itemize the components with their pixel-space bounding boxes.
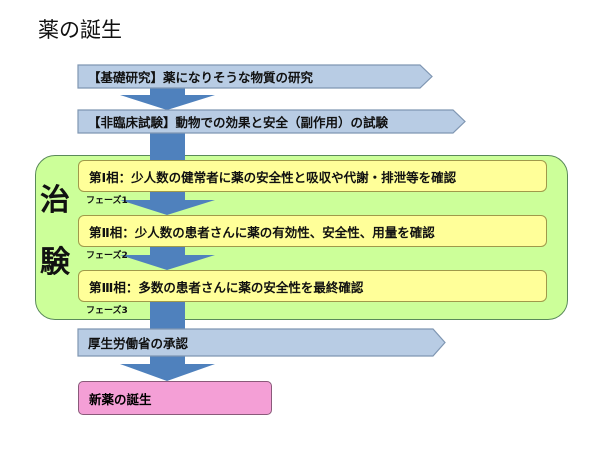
- phase-3-tag: フェーズ3: [86, 306, 128, 316]
- phase-1-box: 第Ⅰ相：少人数の健常者に薬の安全性と吸収や代謝・排泄等を確認: [78, 160, 547, 192]
- step-basic-research-shape: [77, 64, 433, 89]
- down-arrow: [120, 356, 215, 381]
- step-basic-research: 【基礎研究】薬になりそうな物質の研究: [88, 70, 314, 85]
- phase-1-tag: フェーズ1: [86, 196, 128, 206]
- step-new-drug: 新薬の誕生: [78, 381, 272, 415]
- phase-2-tag: フェーズ2: [86, 251, 128, 261]
- down-arrow: [120, 88, 215, 110]
- trial-label-1: 治: [40, 183, 70, 218]
- step-nonclinical-shape: [77, 109, 466, 134]
- down-arrow: [120, 192, 215, 215]
- page-title: 薬の誕生: [38, 18, 122, 42]
- step-approval: 厚生労働省の承認: [88, 336, 189, 351]
- phase-2-box: 第Ⅱ相：少人数の患者さんに薬の有効性、安全性、用量を確認: [78, 215, 547, 247]
- trial-label-2: 験: [40, 245, 70, 280]
- phase-3-box: 第Ⅲ相：多数の患者さんに薬の安全性を最終確認: [78, 270, 547, 302]
- step-approval-shape: [77, 328, 446, 357]
- down-arrow: [150, 133, 185, 160]
- step-nonclinical: 【非臨床試験】動物での効果と安全（副作用）の試験: [88, 115, 389, 130]
- down-arrow: [120, 247, 215, 270]
- down-arrow: [150, 302, 185, 329]
